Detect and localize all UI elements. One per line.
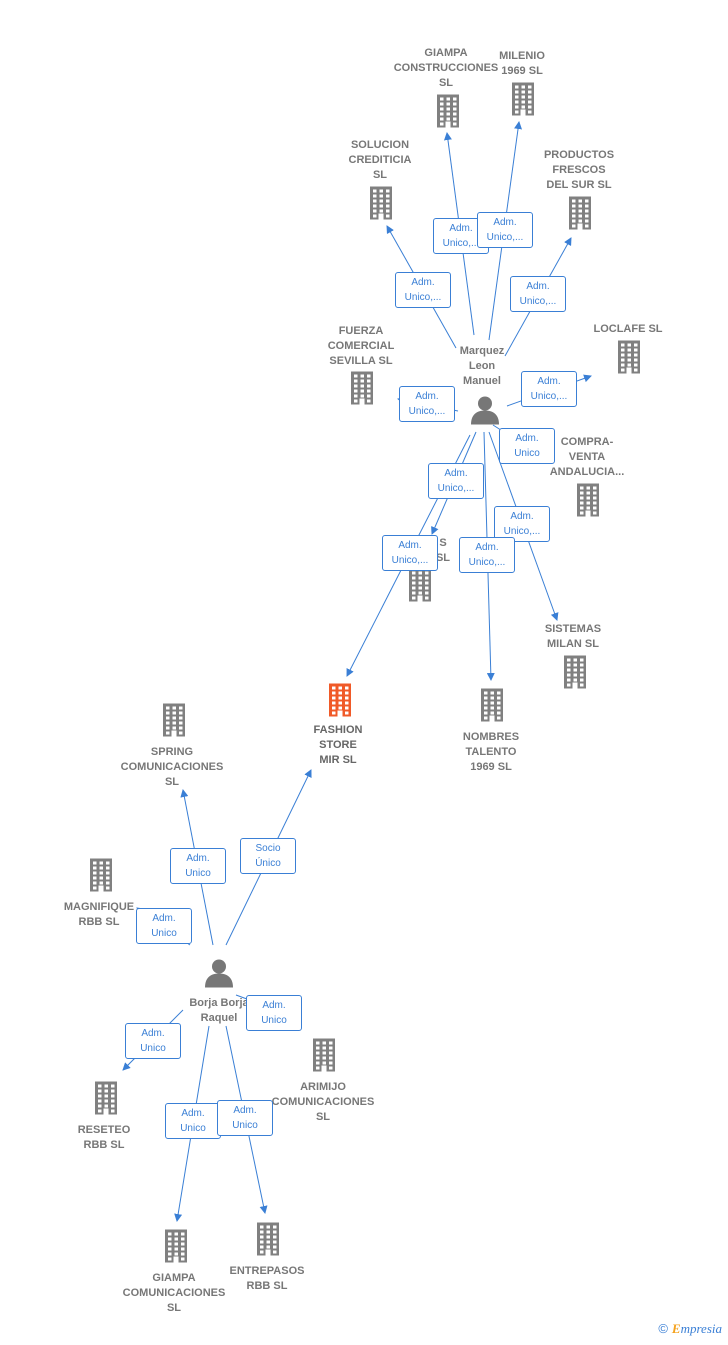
edge-label-borja-to-spring[interactable]: Adm. Unico <box>170 848 226 884</box>
edge-label-marquez-to-productos[interactable]: Adm. Unico,... <box>510 276 566 312</box>
edge-label-borja-to-giampa_com[interactable]: Adm. Unico <box>165 1103 221 1139</box>
empresia-brand: ©Empresia <box>658 1321 722 1337</box>
building-icon[interactable] <box>561 655 589 694</box>
company-label-arimijo[interactable]: ARIMIJO COMUNICACIONES SL <box>271 1081 375 1123</box>
building-icon[interactable] <box>367 186 395 225</box>
building-icon[interactable] <box>615 340 643 379</box>
company-label-fashion[interactable]: FASHION STORE MIR SL <box>313 724 363 766</box>
building-icon[interactable] <box>406 568 434 607</box>
building-icon[interactable] <box>326 683 354 722</box>
edge-label-marquez-to-fashion[interactable]: Adm. Unico,... <box>382 535 438 571</box>
edge-label-borja-to-fashion[interactable]: Socio Único <box>240 838 296 874</box>
edge-label-marquez-to-sistemas[interactable]: Adm. Unico,... <box>494 506 550 542</box>
company-label-magnifique[interactable]: MAGNIFIQUE RBB SL <box>63 901 135 928</box>
edge-label-borja-to-magnifique[interactable]: Adm. Unico <box>136 908 192 944</box>
company-label-compraventa[interactable]: COMPRA- VENTA ANDALUCIA... <box>549 436 625 478</box>
person-icon[interactable] <box>470 395 500 430</box>
edge-label-marquez-to-fuerza[interactable]: Adm. Unico,... <box>399 386 455 422</box>
edge-label-marquez-to-milenio[interactable]: Adm. Unico,... <box>477 212 533 248</box>
company-label-reseteo[interactable]: RESETEO RBB SL <box>77 1124 131 1151</box>
company-label-fuerza[interactable]: FUERZA COMERCIAL SEVILLA SL <box>327 325 395 367</box>
building-icon[interactable] <box>478 688 506 727</box>
edge-label-marquez-to-solucion[interactable]: Adm. Unico,... <box>395 272 451 308</box>
building-icon[interactable] <box>574 483 602 522</box>
company-label-solucion[interactable]: SOLUCION CREDITICIA SL <box>348 139 412 181</box>
building-icon[interactable] <box>434 94 462 133</box>
edge-label-marquez-to-loclafe[interactable]: Adm. Unico,... <box>521 371 577 407</box>
person-label-marquez[interactable]: Marquez Leon Manuel <box>459 345 505 387</box>
company-label-hidden[interactable]: S SL <box>435 537 451 564</box>
company-label-entrepasos[interactable]: ENTREPASOS RBB SL <box>229 1265 305 1292</box>
building-icon[interactable] <box>92 1081 120 1120</box>
building-icon[interactable] <box>310 1038 338 1077</box>
building-icon[interactable] <box>254 1222 282 1261</box>
company-label-loclafe[interactable]: LOCLAFE SL <box>593 323 663 335</box>
building-icon[interactable] <box>87 858 115 897</box>
company-label-nombres[interactable]: NOMBRES TALENTO 1969 SL <box>462 731 520 773</box>
building-icon[interactable] <box>509 82 537 121</box>
edge-label-marquez-to-compraventa[interactable]: Adm. Unico <box>499 428 555 464</box>
company-label-giampa_com[interactable]: GIAMPA COMUNICACIONES SL <box>122 1272 226 1314</box>
building-icon[interactable] <box>160 703 188 742</box>
copyright-symbol: © <box>658 1321 668 1336</box>
building-icon[interactable] <box>566 196 594 235</box>
edge-label-marquez-to-hidden[interactable]: Adm. Unico,... <box>428 463 484 499</box>
company-label-spring[interactable]: SPRING COMUNICACIONES SL <box>120 746 224 788</box>
company-label-productos[interactable]: PRODUCTOS FRESCOS DEL SUR SL <box>543 149 615 191</box>
building-icon[interactable] <box>162 1229 190 1268</box>
person-icon[interactable] <box>204 958 234 993</box>
edge-label-borja-to-reseteo[interactable]: Adm. Unico <box>125 1023 181 1059</box>
person-label-borja[interactable]: Borja Borja Raquel <box>189 997 249 1024</box>
edge-label-marquez-to-nombres[interactable]: Adm. Unico,... <box>459 537 515 573</box>
edge-label-borja-to-arimijo[interactable]: Adm. Unico <box>246 995 302 1031</box>
company-label-giampa_cons[interactable]: GIAMPA CONSTRUCCIONES SL <box>393 47 499 89</box>
brand-initial: E <box>671 1321 681 1336</box>
company-label-sistemas[interactable]: SISTEMAS MILAN SL <box>544 623 602 650</box>
edge-label-borja-to-entrepasos[interactable]: Adm. Unico <box>217 1100 273 1136</box>
building-icon[interactable] <box>348 371 376 410</box>
company-label-milenio[interactable]: MILENIO 1969 SL <box>499 50 545 77</box>
brand-name: mpresia <box>680 1321 722 1336</box>
